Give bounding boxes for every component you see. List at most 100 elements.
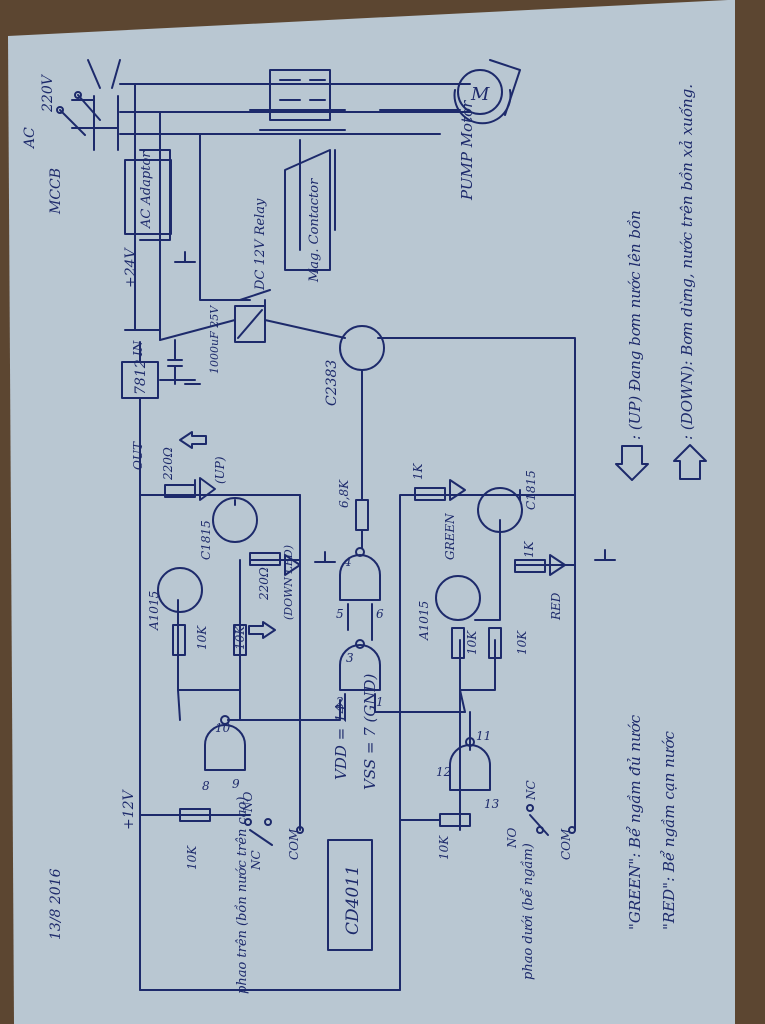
t-a1015-left-label: A1015 bbox=[147, 591, 161, 631]
led-red bbox=[549, 554, 566, 576]
table-edge bbox=[735, 0, 765, 1024]
t-up-label: C1815 bbox=[199, 520, 213, 560]
mccb-label: MCCB bbox=[48, 168, 64, 215]
r-1k-red-label: 1K bbox=[522, 540, 536, 558]
mains-voltage-label: 220V bbox=[40, 73, 56, 113]
transistor-c1815-green bbox=[477, 487, 523, 533]
nand-upper-bubble bbox=[355, 547, 365, 557]
resistor-220-up bbox=[164, 484, 196, 498]
paper-sheet bbox=[8, 0, 765, 1024]
upper-nand-wires bbox=[347, 529, 373, 641]
right-control-wiring bbox=[399, 489, 576, 991]
legend-green-text: "GREEN": Bể ngầm đủ nước bbox=[626, 714, 644, 930]
resistor-10k-float-bottom bbox=[439, 813, 471, 827]
lower-float-switch bbox=[526, 804, 576, 836]
led-green bbox=[449, 479, 466, 501]
contactor-label: Mag. Contactor bbox=[307, 178, 322, 283]
motor-symbol bbox=[457, 69, 503, 115]
r10k-a-label: 10K bbox=[195, 625, 209, 650]
upper-float-switch bbox=[244, 818, 304, 846]
lower-nand-wires bbox=[344, 693, 466, 721]
pin-4: 4 bbox=[343, 555, 352, 569]
pin-9: 9 bbox=[232, 777, 240, 791]
r10k-float-bottom-label: 10K bbox=[437, 835, 451, 860]
resistor-10k-b bbox=[233, 624, 247, 656]
r10k-b-label: 10K bbox=[233, 625, 247, 650]
nand-right-bubble bbox=[465, 737, 475, 747]
led-up bbox=[199, 477, 216, 501]
ground-symbols bbox=[174, 251, 616, 563]
relay-box bbox=[234, 305, 266, 343]
arrow-up-symbol bbox=[179, 431, 207, 449]
pin-12: 12 bbox=[436, 765, 451, 779]
cap-label: 1000uF 25V bbox=[208, 305, 221, 374]
legend-up-text: : (UP) Đang bơm nước lên bồn bbox=[626, 210, 644, 440]
nand-gate-left bbox=[204, 724, 246, 771]
legend-down-text: : (DOWN): Bơm dừng, nước trên bồn xả xuố… bbox=[678, 84, 696, 440]
ac-label: AC bbox=[22, 127, 38, 150]
pin-10: 10 bbox=[215, 721, 231, 735]
pin-1: 1 bbox=[376, 695, 384, 709]
rail-24v-label: +24V bbox=[123, 246, 139, 288]
upper-no-label: NO bbox=[241, 792, 255, 814]
upper-nc-label: NC bbox=[249, 850, 263, 871]
rail-12v-label: +12V bbox=[121, 788, 137, 830]
reg-out-label: OUT bbox=[131, 441, 145, 470]
pin-8: 8 bbox=[202, 779, 210, 793]
upper-com-label: COM bbox=[287, 828, 301, 860]
red-label: RED bbox=[549, 592, 563, 621]
regulator-label: 7812 bbox=[133, 359, 149, 395]
lower-float-label: phao dưới (bể ngầm) bbox=[520, 843, 536, 980]
r10k-d-label: 10K bbox=[515, 630, 529, 655]
down-led-label: (DOWN LED) bbox=[282, 545, 295, 620]
r-220-up-label: 220Ω bbox=[161, 447, 175, 481]
resistor-220-down bbox=[249, 552, 281, 566]
arrow-down-symbol bbox=[248, 621, 276, 639]
resistor-1k-green bbox=[414, 487, 446, 501]
legend-down-arrow bbox=[673, 444, 707, 480]
resistor-10k-c bbox=[451, 627, 465, 659]
r-68k-label: 6,8K bbox=[337, 479, 351, 508]
vss-label: VSS = 7 (GND) bbox=[361, 673, 379, 790]
pin-3: 3 bbox=[346, 651, 354, 665]
resistor-1k-red bbox=[514, 559, 546, 573]
reg-in-label: IN bbox=[131, 340, 145, 357]
mccb-breaker bbox=[56, 91, 101, 136]
ic-name: CD4011 bbox=[343, 865, 363, 935]
lower-com-label: COM bbox=[559, 828, 573, 860]
legend-red-text: "RED": Bể ngầm cạn nước bbox=[660, 731, 678, 930]
transistor-a1015-left bbox=[157, 567, 203, 613]
led-down bbox=[284, 554, 301, 576]
lower-no-label: NO bbox=[505, 828, 519, 850]
transistor-c1815-up bbox=[212, 497, 258, 543]
nand-lower-bubble bbox=[355, 639, 365, 649]
pin-5: 5 bbox=[336, 607, 344, 621]
contactor-contacts bbox=[249, 69, 346, 131]
pin-2: 2 bbox=[335, 695, 344, 709]
r10k-c-label: 10K bbox=[465, 630, 479, 655]
relay-label: DC 12V Relay bbox=[253, 198, 268, 291]
t-green-label: C1815 bbox=[524, 470, 538, 510]
ac-adaptor-box bbox=[124, 159, 172, 235]
driver-label: C2383 bbox=[324, 360, 340, 406]
nand-left-bubble bbox=[220, 715, 230, 725]
r10k-float-top-label: 10K bbox=[185, 845, 199, 870]
motor-label: M bbox=[470, 84, 490, 105]
mains-wiring bbox=[71, 59, 521, 341]
resistor-10k-float-top bbox=[179, 808, 211, 822]
r-220-down-label: 220Ω bbox=[257, 567, 271, 601]
adaptor-label: AC Adaptor bbox=[139, 151, 154, 229]
pump-label: PUMP Motor bbox=[458, 100, 476, 201]
nand-gate-lower-center bbox=[339, 644, 381, 691]
resistor-10k-a bbox=[172, 624, 186, 656]
ic-box bbox=[327, 839, 373, 951]
resistor-10k-d bbox=[488, 627, 502, 659]
date-label: 13/8 2016 bbox=[48, 868, 64, 940]
transistor-a1015-right bbox=[435, 575, 481, 621]
up-led-label: (UP) bbox=[213, 456, 227, 484]
lower-nc-label: NC bbox=[524, 780, 538, 801]
pin-13: 13 bbox=[484, 797, 500, 811]
green-label: GREEN bbox=[443, 513, 457, 560]
regulator-wires bbox=[139, 319, 236, 991]
